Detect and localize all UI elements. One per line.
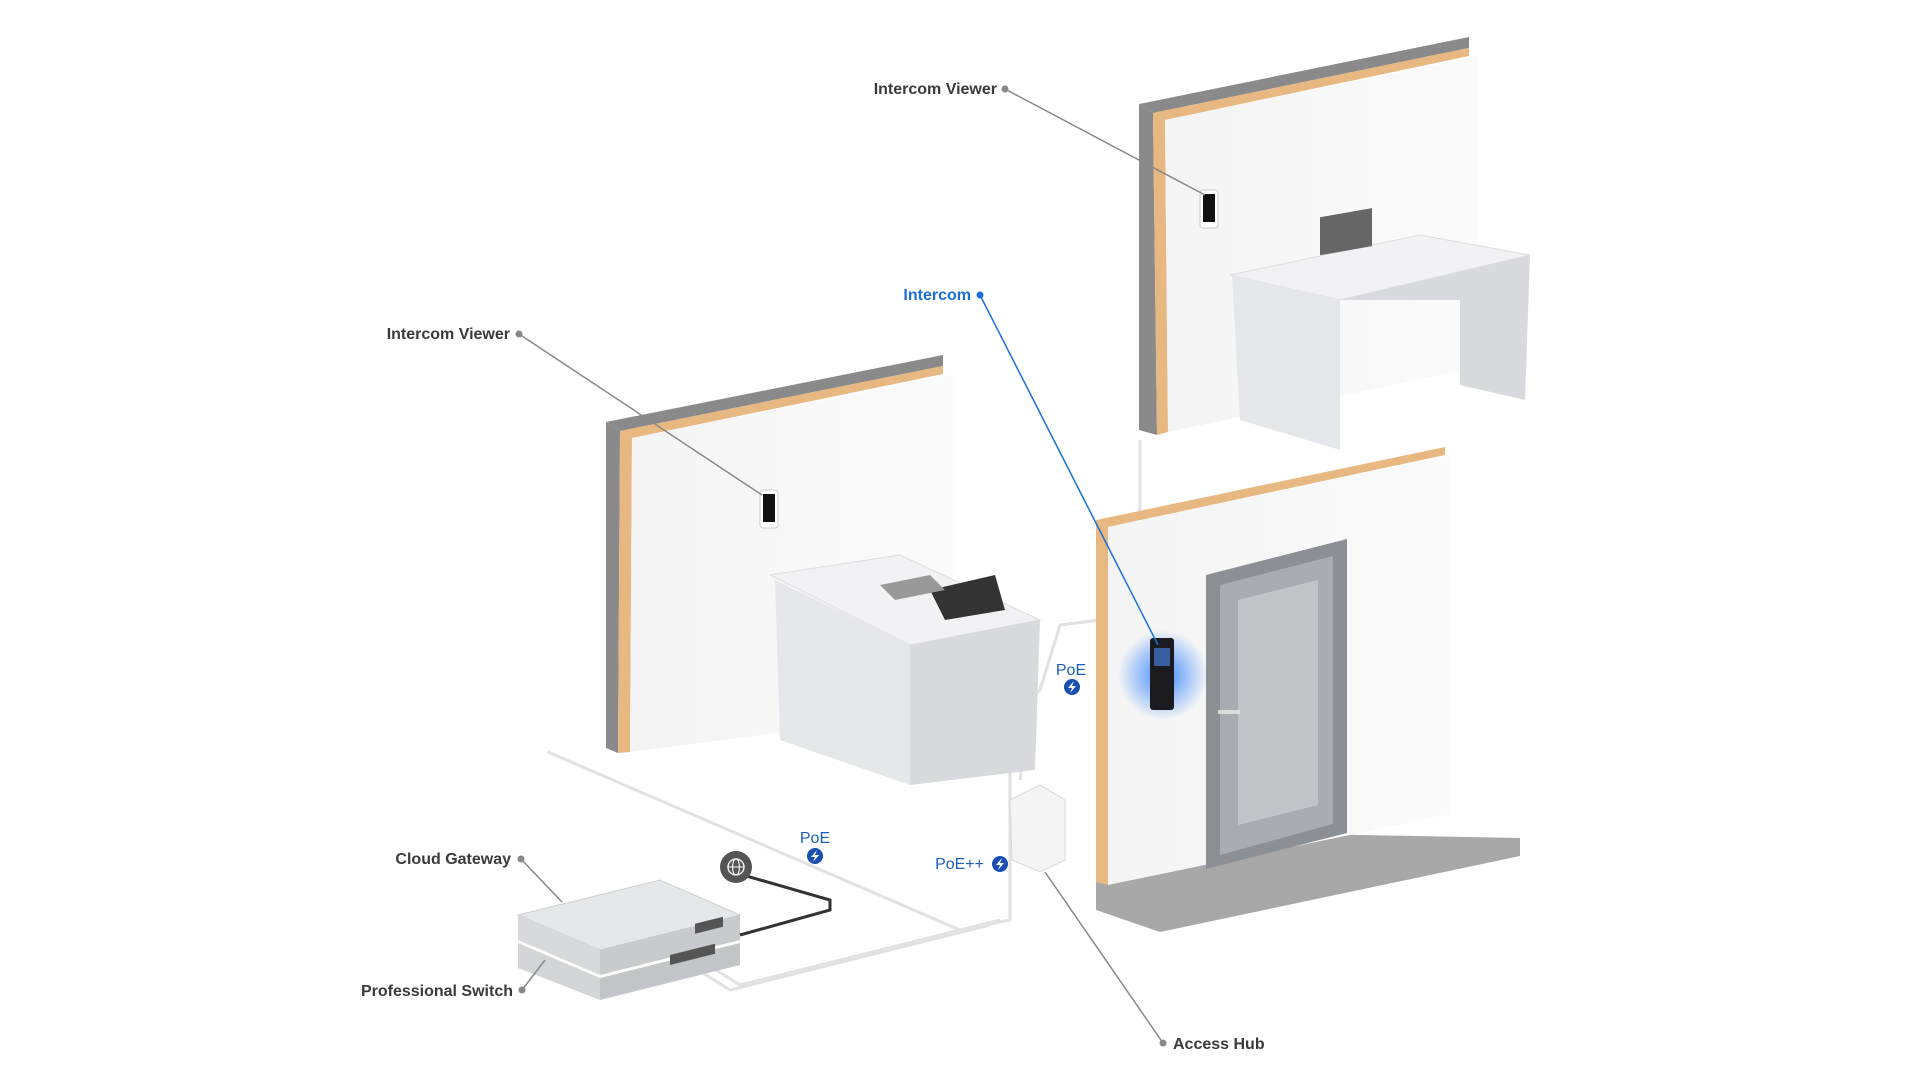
label-access-hub: Access Hub: [1173, 1036, 1265, 1053]
wall-door: [1096, 447, 1520, 932]
label-cloud-gateway: Cloud Gateway: [395, 851, 511, 868]
wall-left: [606, 355, 1042, 785]
label-intercom-viewer-left: Intercom Viewer: [387, 326, 510, 343]
label-professional-switch: Professional Switch: [361, 983, 513, 1000]
poe-label-right: PoE: [1056, 662, 1086, 679]
bolt-icon: [992, 856, 1008, 872]
label-intercom-viewer-top: Intercom Viewer: [874, 81, 997, 98]
wall-top-right: [1139, 37, 1531, 450]
bolt-icon: [807, 848, 823, 864]
globe-icon: [720, 851, 752, 883]
access-hub-device: [1009, 784, 1066, 873]
poe-label-left: PoE: [800, 830, 830, 847]
leader-dots: [515, 85, 1167, 1047]
bolt-icon: [1064, 679, 1080, 695]
gateway-switch-stack: [516, 851, 832, 1000]
leader-lines: [518, 88, 1206, 1044]
label-intercom: Intercom: [903, 287, 971, 304]
poe-plus-label: PoE++: [935, 856, 984, 873]
